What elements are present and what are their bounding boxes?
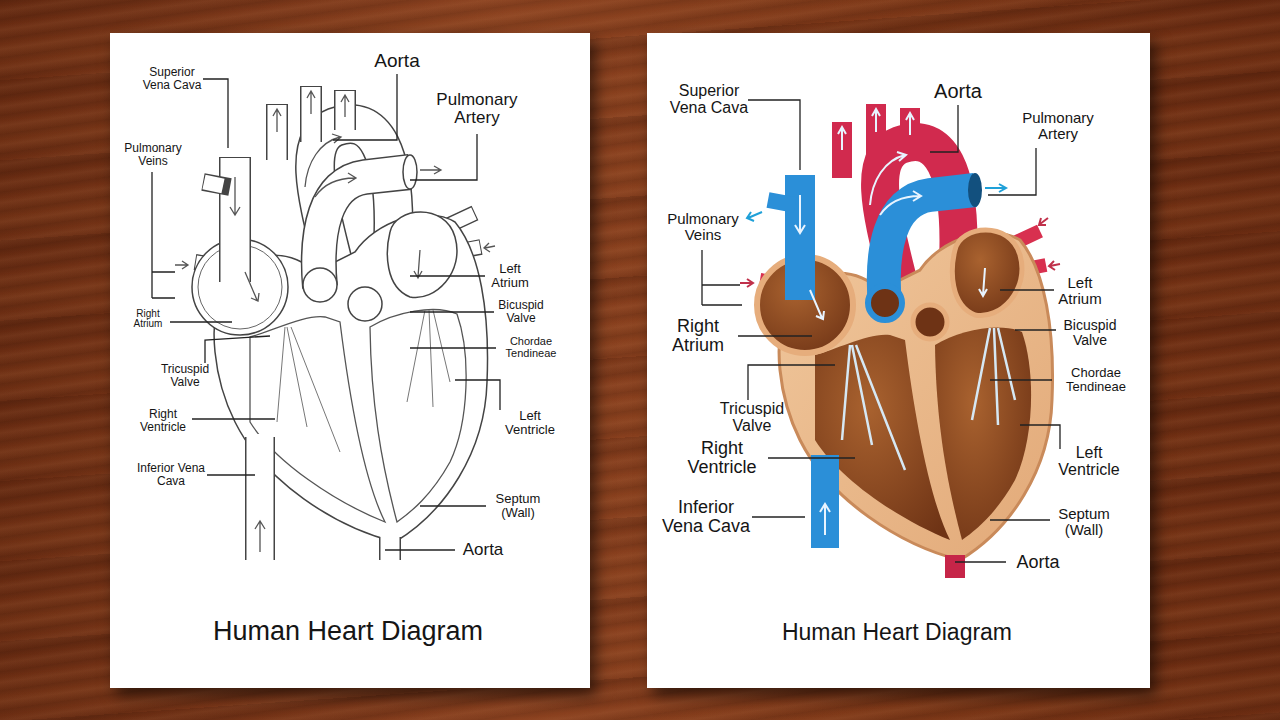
part-label: Inferior Vena Cava xyxy=(135,462,207,487)
flow-arrows xyxy=(795,109,987,535)
vein-branch-fill xyxy=(204,182,223,186)
part-label: Aorta xyxy=(918,81,998,102)
outline-heart xyxy=(175,86,495,561)
part-label: Right Atrium xyxy=(123,309,173,330)
part-label: Septum (Wall) xyxy=(1052,506,1116,538)
chordae xyxy=(842,328,1015,470)
part-label: Pulmonary Veins xyxy=(663,211,743,243)
part-label: Pulmonary Artery xyxy=(427,91,527,127)
vein-branch xyxy=(768,200,795,205)
part-label: Left Ventricle xyxy=(498,409,562,436)
aorta-lower-fill xyxy=(381,535,400,561)
aortic-branches-fill xyxy=(277,87,345,162)
inferior-vena-cava xyxy=(811,455,839,548)
part-label: Aorta xyxy=(357,51,437,71)
artery-opening xyxy=(403,155,417,189)
part-label: Chordae Tendineae xyxy=(496,336,566,359)
chordae xyxy=(277,310,450,452)
superior-vena-cava xyxy=(785,175,815,300)
vein-branch-outline xyxy=(203,182,230,187)
left-atrium xyxy=(952,230,1022,316)
part-label: Right Atrium xyxy=(658,317,738,355)
part-label: Bicuspid Valve xyxy=(1059,318,1121,347)
aortic-valve xyxy=(913,305,947,339)
aortic-branches xyxy=(842,104,910,178)
left-atrium xyxy=(387,212,457,298)
part-label: Superior Vena Cava xyxy=(136,66,208,91)
part-label: Pulmonary Veins xyxy=(118,142,188,167)
part-label: Aorta xyxy=(453,541,513,559)
diagram-caption: Human Heart Diagram xyxy=(777,620,1017,644)
pulmonary-valve xyxy=(303,268,337,302)
part-label: Left Ventricle xyxy=(1054,445,1124,479)
ivc-fill xyxy=(247,434,274,560)
leader-lines xyxy=(152,74,1060,562)
part-label: Superior Vena Cava xyxy=(664,83,754,117)
diagram-caption: Human Heart Diagram xyxy=(198,617,498,645)
part-label: Bicuspid Valve xyxy=(491,299,551,324)
part-label: Left Atrium xyxy=(1050,275,1110,307)
aorta-lower xyxy=(945,555,965,578)
part-label: Aorta xyxy=(1008,553,1068,572)
part-label: Inferior Vena Cava xyxy=(661,498,751,536)
part-label: Tricuspid Valve xyxy=(154,363,216,388)
part-label: Chordae Tendineae xyxy=(1058,366,1134,393)
colored-heart xyxy=(740,104,1060,578)
part-label: Left Atrium xyxy=(480,262,540,289)
part-label: Septum (Wall) xyxy=(488,492,548,519)
part-label: Tricuspid Valve xyxy=(712,401,792,435)
pulmonary-valve xyxy=(868,286,902,320)
direction-arrows xyxy=(740,184,1060,287)
part-label: Right Ventricle xyxy=(132,408,194,433)
artery-opening xyxy=(968,173,982,207)
part-label: Pulmonary Artery xyxy=(1013,110,1103,142)
pulmonary-artery-fill xyxy=(319,172,409,289)
aortic-valve xyxy=(348,287,382,321)
left-ventricle xyxy=(370,310,466,522)
part-label: Right Ventricle xyxy=(679,439,765,477)
